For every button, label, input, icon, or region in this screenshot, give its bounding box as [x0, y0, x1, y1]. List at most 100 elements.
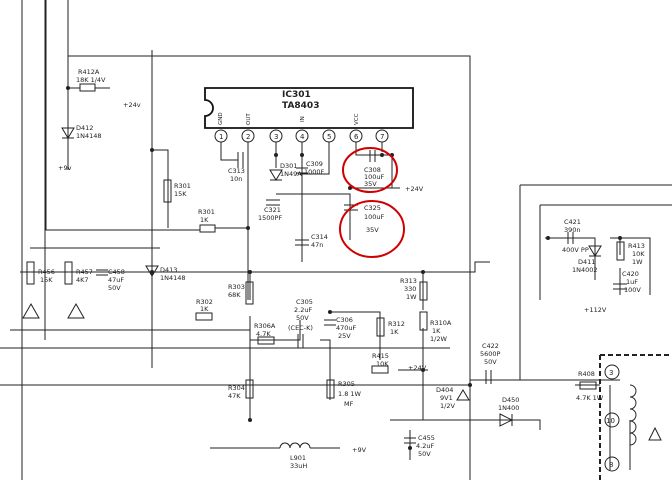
pin-2-number: 2	[246, 133, 250, 141]
capacitor-c458	[96, 269, 108, 276]
c458-ref: C458	[108, 268, 125, 276]
c309-value: 1000F	[304, 168, 325, 176]
r415-ref: R415	[372, 352, 389, 360]
r303-ref: R303	[228, 283, 245, 291]
r415-value: 10K	[376, 360, 389, 368]
c306-ref: C306	[336, 316, 353, 324]
inductor-l901	[279, 442, 311, 449]
capacitor-c421	[567, 232, 574, 244]
r304-ref: R304	[228, 384, 245, 392]
resistor-r413	[616, 241, 625, 261]
transformer-terminals: 3 10 8	[604, 364, 620, 472]
c421-ref: C421	[564, 218, 581, 226]
warning-triangle-2	[67, 302, 85, 319]
triangle-symbol	[648, 426, 662, 441]
r408-value: 4.7K 1W	[576, 394, 604, 402]
c422-voltage: 50V	[484, 358, 497, 366]
d411-value: 1N4002	[572, 266, 598, 274]
d413-ref: D413	[160, 266, 177, 274]
r305-ref: R305	[338, 380, 355, 388]
c455-value: 4.2uF	[416, 442, 434, 450]
ic-name: IC301	[282, 90, 311, 100]
pin-label-out: OUT	[246, 113, 252, 125]
rail-label-p24-mid: +24V	[405, 185, 424, 193]
resistor-r412a	[79, 83, 96, 92]
transformer-outline	[599, 354, 672, 480]
ic-body: IC301 TA8403 GND OUT IN VCC	[204, 87, 414, 129]
d404-ref: D404	[436, 386, 453, 394]
capacitor-c308	[369, 150, 376, 162]
r312-ref: R312	[388, 320, 405, 328]
pin-7	[375, 129, 389, 143]
rail-labels: +24v +9v +24V +24V +112V +9V	[58, 101, 607, 454]
c455-voltage: 50V	[418, 450, 431, 458]
r413-power: 1W	[632, 258, 643, 266]
c325-ref: C325	[364, 204, 381, 212]
c321-ref: C321	[264, 206, 281, 214]
c308-voltage: 35V	[364, 180, 377, 188]
rail-label-p24-top: +24v	[123, 101, 141, 109]
d411-ref: D411	[578, 258, 595, 266]
pin-4	[295, 129, 309, 143]
c325-voltage: 35V	[366, 226, 379, 234]
d404-value: 9V1	[440, 394, 453, 402]
capacitor-c314	[295, 239, 309, 246]
resistor-r408	[579, 381, 597, 390]
c305-value: 2.2uF	[294, 306, 312, 314]
c313-value: 10n	[230, 175, 242, 183]
pin-3	[269, 129, 283, 143]
capacitor-c420	[613, 283, 627, 290]
diode-d412	[61, 127, 75, 139]
c422-value: 5600P	[480, 350, 501, 358]
d450-value: 1N400	[498, 404, 519, 412]
rail-label-p9-left: +9v	[58, 164, 72, 172]
c458-voltage: 50V	[108, 284, 121, 292]
diode-d411	[588, 245, 602, 257]
r301-ref: R301	[174, 182, 191, 190]
r306a-value: 4.7K	[256, 330, 271, 338]
r304-value: 47K	[228, 392, 241, 400]
capacitor-c305	[297, 334, 304, 348]
r457-value: 4K7	[76, 276, 89, 284]
c305-type: (CEC-K)	[288, 324, 313, 332]
r413-value: 10K	[632, 250, 645, 258]
terminal-8	[604, 456, 620, 472]
terminal-3-label: 3	[609, 369, 613, 377]
d412-ref: D412	[76, 124, 93, 132]
junction-dots	[66, 86, 622, 450]
pin-6-number: 6	[354, 133, 359, 141]
rail-label-p112: +112V	[584, 306, 607, 314]
c308-value: 100uF	[364, 173, 385, 181]
r412a-value: 18K 1/4V	[76, 76, 106, 84]
r313-value: 330	[404, 285, 416, 293]
c420-value: 1uF	[626, 278, 638, 286]
r456-ref: R456	[38, 268, 55, 276]
resistor-r301	[163, 179, 172, 203]
rail-label-p9-bottom: +9V	[352, 446, 367, 454]
r412a-ref: R412A	[78, 68, 100, 76]
resistor-r415	[371, 365, 389, 374]
resistor-r457	[64, 261, 73, 285]
highlight-circle-c308	[342, 147, 398, 193]
resistor-r303	[245, 281, 254, 305]
pin-label-in: IN	[300, 116, 306, 122]
r313-ref: R313	[400, 277, 417, 285]
capacitor-c306	[324, 319, 336, 326]
c306-voltage: 25V	[338, 332, 351, 340]
diode-d450	[499, 413, 514, 427]
resistor-r313	[419, 281, 428, 301]
resistor-r312	[376, 317, 385, 337]
r408-ref: R408	[578, 370, 595, 378]
r305-type: MF	[344, 400, 354, 408]
r313-power: 1W	[406, 293, 417, 301]
d413-value: 1N4148	[160, 274, 186, 282]
r303-value: 68K	[228, 291, 241, 299]
r457-ref: R457	[76, 268, 93, 276]
capacitor-c422	[485, 370, 492, 384]
c420-ref: C420	[622, 270, 639, 278]
pin-3-number: 3	[274, 133, 278, 141]
resistor-r306a	[257, 336, 275, 345]
terminal-8-label: 8	[609, 461, 613, 469]
